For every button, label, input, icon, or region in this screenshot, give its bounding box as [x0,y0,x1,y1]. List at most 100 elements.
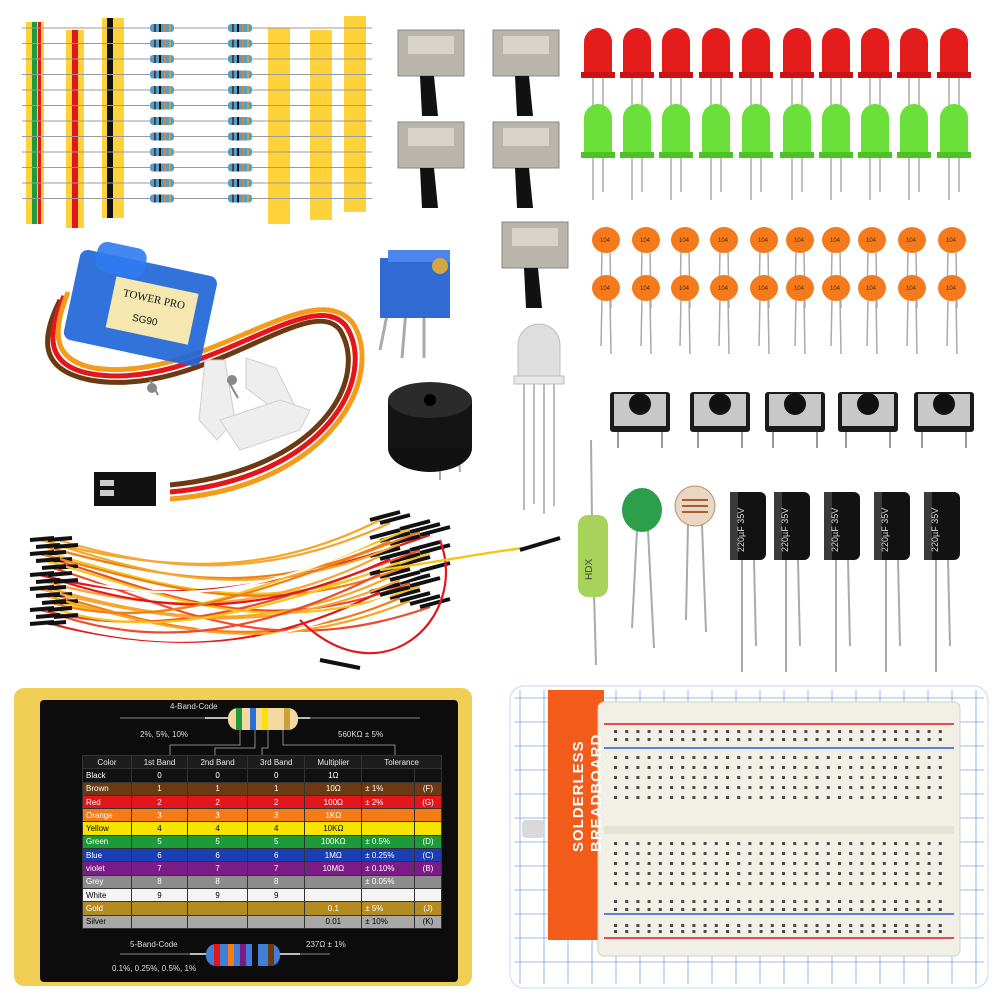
five-band-example: 237Ω ± 1% [306,940,346,949]
table-cell-code: (J) [413,901,443,916]
breadboard-label-line2: BREADBOARD [588,733,605,852]
cap-label: 104 [718,238,729,244]
table-cell-b2: 2 [187,794,249,810]
table-cell-b2: 3 [187,808,249,823]
resistor [228,194,252,203]
slide-switch [397,121,465,208]
table-cell-color: Orange [82,808,132,823]
table-cell-b1: 5 [130,834,189,850]
ceramic-capacitor: 104 [710,275,738,355]
resistor [150,194,174,203]
resistor [228,86,252,94]
resistor [228,55,252,63]
table-cell-code [413,768,443,783]
table-cell-tol: ± 0.25% [361,848,415,863]
table-cell-b2: 8 [187,874,249,889]
jumper-wire [45,555,381,605]
green-led [780,104,814,200]
table-cell-code: (B) [413,861,443,876]
table-cell-code: (C) [413,848,443,863]
cap-label: 104 [679,238,690,244]
green-led [620,104,654,200]
ecap-label: 220µF 35V [780,508,790,552]
table-cell-tol: ± 1% [361,781,415,796]
push-button [690,392,750,448]
table-cell-color: Blue [82,848,132,863]
electrolytic-capacitor: 220µF 35V [824,492,860,672]
red-led [620,28,654,118]
buzzer [388,382,472,480]
resistor [228,163,252,172]
ceramic-capacitor: 104 [858,227,886,309]
table-cell-b2 [187,914,249,929]
resistor [150,148,174,156]
resistor [150,24,174,32]
cap-label: 104 [679,286,690,292]
red-led [739,28,773,118]
table-cell-tol: ± 0.5% [361,834,415,850]
table-cell-b3: 5 [247,834,306,850]
table-cell-tol [361,808,415,823]
resistor [150,55,174,63]
breadboard-label-line1: SOLDERLESS [570,740,587,852]
table-cell-b3: 7 [247,861,306,876]
jumper-wire [63,566,421,630]
ceramic-capacitor: 104 [786,275,814,355]
jumper-wire [51,591,381,645]
table-cell-b1 [130,901,189,916]
table-cell-b1: 0 [130,768,189,783]
servo-brand: TOWER PRO [122,287,186,312]
jumper-wire [51,576,391,618]
photoresistor [674,485,716,633]
table-cell-mult: 10MΩ [304,861,363,876]
ceramic-capacitor: 104 [822,275,850,355]
table-cell-code: (G) [413,794,443,810]
green-led [819,104,853,200]
table-cell-color: Brown [82,781,132,796]
table-cell-b1 [130,914,189,929]
jumper-wire [63,558,391,606]
table-cell-b2: 9 [187,887,249,903]
jumper-wire [57,559,411,612]
resistor [228,70,252,79]
red-led [858,28,892,118]
table-cell-code [413,808,443,823]
electrolytic-capacitor: 220µF 35V [774,492,810,672]
table-cell-color: Grey [82,874,132,889]
resistor [228,179,252,187]
table-cell-b2 [187,901,249,916]
green-led [937,104,971,200]
table-cell-b3: 1 [247,781,306,796]
cap-label: 104 [718,286,729,292]
ceramic-capacitor: 104 [750,227,778,309]
cap-label: 104 [600,238,611,244]
ceramic-capacitor: 104 [750,275,778,355]
resistor [150,101,174,110]
jumper-wire [39,519,381,565]
green-led [581,104,615,200]
table-cell-b1: 9 [130,887,189,903]
four-band-example: 560KΩ ± 5% [338,730,384,739]
table-cell-code: (D) [413,834,443,850]
ecap-label: 220µF 35V [830,508,840,552]
ecap-label: 220µF 35V [930,508,940,552]
ceramic-capacitor: 104 [632,275,660,355]
header-multiplier: Multiplier [304,754,363,770]
rgb-led [513,323,565,514]
table-cell-color: Green [82,834,132,850]
four-band-title: 4-Band-Code [170,702,218,711]
inductor-label: HDX [584,559,595,580]
table-cell-mult: 1MΩ [304,848,363,863]
four-band-tolerances: 2%, 5%, 10% [140,730,189,739]
cap-label: 104 [640,286,651,292]
table-cell-mult [304,874,363,889]
table-cell-color: Red [82,794,132,810]
table-cell-mult: 10KΩ [304,821,363,836]
table-cell-code: (K) [413,914,443,929]
cap-label: 104 [866,286,877,292]
slide-switch [492,29,560,116]
slide-switch [501,221,569,308]
cap-label: 104 [830,286,841,292]
table-cell-color: Gold [82,901,132,916]
